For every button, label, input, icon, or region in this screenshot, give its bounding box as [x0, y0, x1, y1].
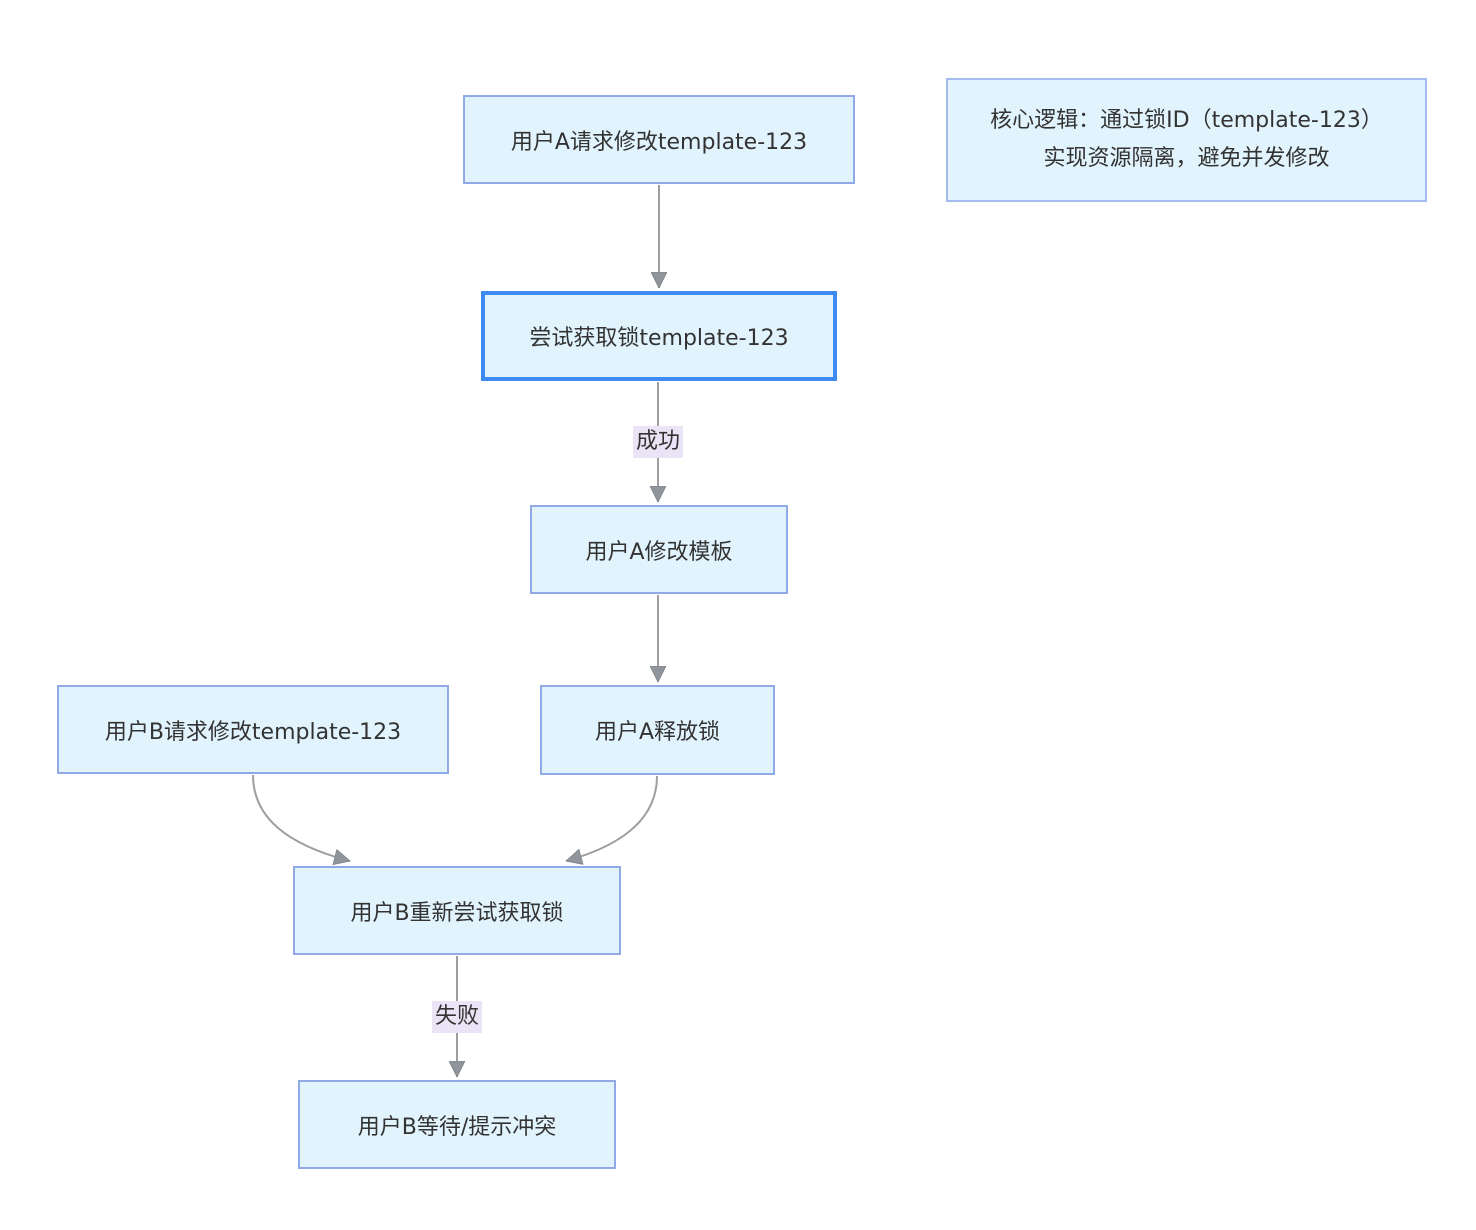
node-try-acquire-lock: 尝试获取锁template-123	[481, 291, 837, 381]
node-user-a-request-label: 用户A请求修改template-123	[510, 129, 808, 155]
node-user-b-retry-lock: 用户B重新尝试获取锁	[293, 866, 621, 955]
node-user-a-request: 用户A请求修改template-123	[463, 95, 855, 184]
edge-b-request-to-b-retry	[252, 774, 350, 861]
note-core-logic-line1: 核心逻辑：通过锁ID（template-123）	[990, 108, 1383, 133]
node-user-b-wait-conflict: 用户B等待/提示冲突	[298, 1080, 616, 1169]
edge-label-fail: 失败	[431, 1001, 483, 1033]
note-core-logic: 核心逻辑：通过锁ID（template-123） 实现资源隔离，避免并发修改	[946, 78, 1427, 202]
node-user-b-request: 用户B请求修改template-123	[57, 685, 449, 774]
node-user-b-request-label: 用户B请求修改template-123	[104, 719, 402, 745]
node-user-a-modify: 用户A修改模板	[530, 505, 788, 594]
note-core-logic-line2: 实现资源隔离，避免并发修改	[1043, 146, 1330, 171]
node-user-b-retry-lock-label: 用户B重新尝试获取锁	[350, 900, 564, 926]
edge-label-success: 成功	[632, 426, 684, 458]
node-user-a-release-lock-label: 用户A释放锁	[594, 720, 721, 745]
edge-a-release-to-b-retry	[566, 775, 658, 861]
node-user-a-release-lock: 用户A释放锁	[540, 685, 775, 775]
node-try-acquire-lock-label: 尝试获取锁template-123	[529, 326, 789, 351]
node-user-b-wait-conflict-label: 用户B等待/提示冲突	[357, 1114, 557, 1140]
node-user-a-modify-label: 用户A修改模板	[585, 539, 733, 565]
